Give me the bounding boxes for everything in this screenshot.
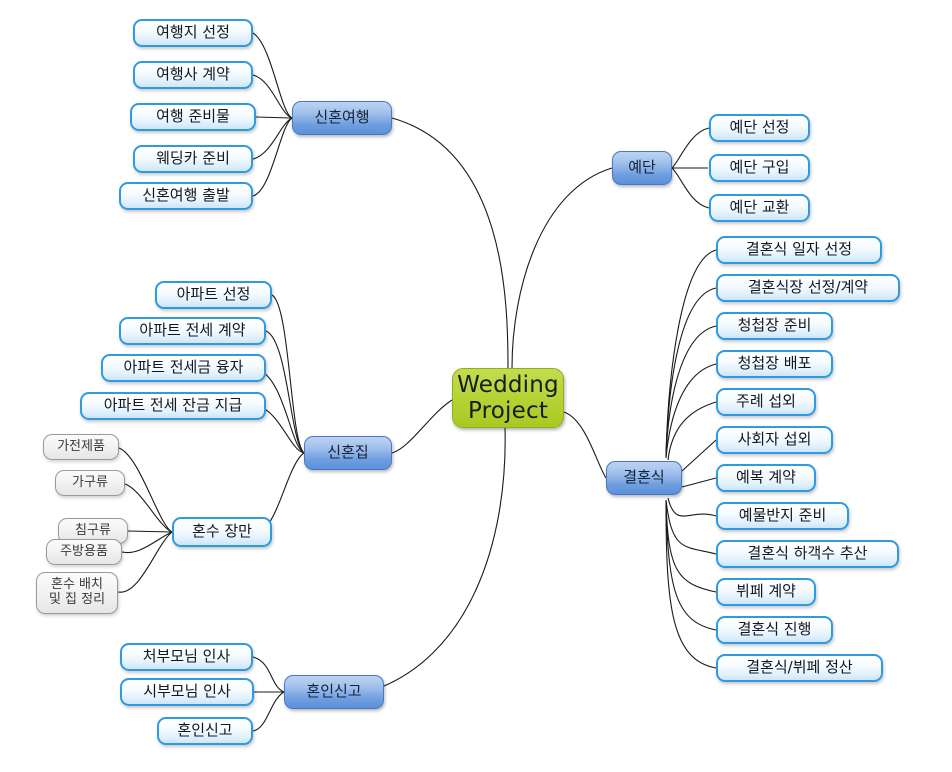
edge-wed-5: [667, 401, 717, 461]
child-node-wedding-12[interactable]: 결혼식/뷔페 정산: [716, 654, 883, 682]
edge-home-1: [271, 294, 305, 454]
child-node-home-1[interactable]: 아파트 선정: [155, 281, 272, 309]
child-node-reg-1[interactable]: 처부모님 인사: [120, 643, 253, 671]
child-node-wedding-8[interactable]: 예물반지 준비: [716, 502, 849, 530]
child-node-wedding-2[interactable]: 결혼식장 선정/계약: [716, 274, 900, 302]
edge-root-yedan: [511, 167, 613, 369]
branch-node-marriage-registration[interactable]: 혼인신고: [284, 675, 384, 709]
edge-wed-8: [667, 497, 717, 517]
edge-root-honeymoon: [391, 117, 509, 369]
grandchild-node-honsu-4[interactable]: 주방용품: [46, 539, 122, 565]
child-node-reg-3[interactable]: 혼인신고: [157, 717, 253, 745]
edge-wed-1: [665, 249, 717, 456]
child-node-wedding-5[interactable]: 주례 섭외: [716, 388, 816, 416]
edge-honsu-1: [118, 447, 173, 533]
edge-root-wedding: [563, 411, 607, 479]
grandchild-node-honsu-1[interactable]: 가전제품: [43, 434, 119, 460]
child-node-wedding-4[interactable]: 청첩장 배포: [716, 350, 833, 378]
child-node-honeymoon-5[interactable]: 신혼여행 출발: [119, 182, 253, 210]
edge-wed-2: [665, 287, 717, 457]
edge-wed-12: [665, 502, 717, 669]
edge-honeymoon-3: [255, 116, 293, 119]
edge-wed-10: [665, 500, 717, 593]
child-node-wedding-9[interactable]: 결혼식 하객수 추산: [716, 540, 899, 568]
edge-yedan-3: [671, 167, 710, 209]
edge-wed-3: [665, 325, 717, 458]
edge-honsu-2: [124, 483, 173, 533]
child-node-wedding-6[interactable]: 사회자 섭외: [716, 426, 833, 454]
root-title-line1: Wedding: [457, 371, 559, 398]
edge-reg-1: [252, 656, 285, 693]
edge-honsu-4: [121, 531, 173, 554]
child-node-honeymoon-1[interactable]: 여행지 선정: [133, 19, 253, 47]
child-node-reg-2[interactable]: 시부모님 인사: [120, 678, 254, 706]
child-node-home-5-honsu[interactable]: 혼수 장만: [172, 517, 272, 547]
child-node-yedan-2[interactable]: 예단 구입: [709, 154, 810, 182]
edge-honeymoon-1: [252, 32, 293, 119]
branch-node-yedan[interactable]: 예단: [612, 151, 672, 185]
child-node-yedan-3[interactable]: 예단 교환: [709, 194, 810, 222]
child-node-honeymoon-4[interactable]: 웨딩카 준비: [133, 145, 253, 173]
grandchild-honsu-5-line2: 및 집 정리: [48, 592, 106, 607]
edge-root-newlywed-home: [391, 399, 453, 454]
edge-honeymoon-4: [252, 117, 293, 160]
edge-home-5-honsu: [265, 452, 305, 528]
edge-wed-6: [681, 439, 717, 472]
child-node-honeymoon-3[interactable]: 여행 준비물: [130, 103, 256, 131]
grandchild-honsu-5-line1: 혼수 배치: [51, 577, 103, 593]
edge-home-2: [265, 330, 305, 454]
root-node[interactable]: Wedding Project: [452, 368, 564, 428]
child-node-home-3[interactable]: 아파트 전세금 융자: [101, 354, 266, 382]
root-title-line2: Project: [467, 398, 549, 424]
child-node-honeymoon-2[interactable]: 여행사 계약: [133, 61, 253, 89]
edge-honeymoon-2: [252, 74, 293, 119]
child-node-wedding-11[interactable]: 결혼식 진행: [716, 616, 833, 644]
child-node-home-4[interactable]: 아파트 전세 잔금 지급: [80, 392, 266, 420]
child-node-wedding-1[interactable]: 결혼식 일자 선정: [716, 236, 882, 264]
branch-node-newlywed-home[interactable]: 신혼집: [304, 436, 392, 470]
grandchild-node-honsu-2[interactable]: 가구류: [55, 470, 125, 496]
edge-wed-11: [665, 501, 717, 631]
edge-wed-7: [681, 477, 717, 488]
grandchild-node-honsu-5[interactable]: 혼수 배치 및 집 정리: [36, 572, 118, 614]
child-node-wedding-7[interactable]: 예복 계약: [716, 464, 816, 492]
branch-node-honeymoon[interactable]: 신혼여행: [292, 101, 392, 135]
edge-yedan-1: [671, 127, 710, 169]
child-node-wedding-10[interactable]: 뷔페 계약: [716, 578, 816, 606]
edge-honsu-5: [117, 531, 173, 593]
branch-node-wedding-ceremony[interactable]: 결혼식: [606, 461, 682, 495]
child-node-yedan-1[interactable]: 예단 선정: [709, 114, 810, 142]
edge-honsu-3: [127, 530, 173, 533]
edge-reg-3: [252, 691, 285, 732]
edge-honeymoon-5: [252, 117, 293, 197]
edge-wed-4: [665, 363, 717, 459]
child-node-home-2[interactable]: 아파트 전세 계약: [119, 317, 266, 345]
child-node-wedding-3[interactable]: 청첩장 준비: [716, 312, 833, 340]
edge-wed-9: [665, 499, 717, 555]
